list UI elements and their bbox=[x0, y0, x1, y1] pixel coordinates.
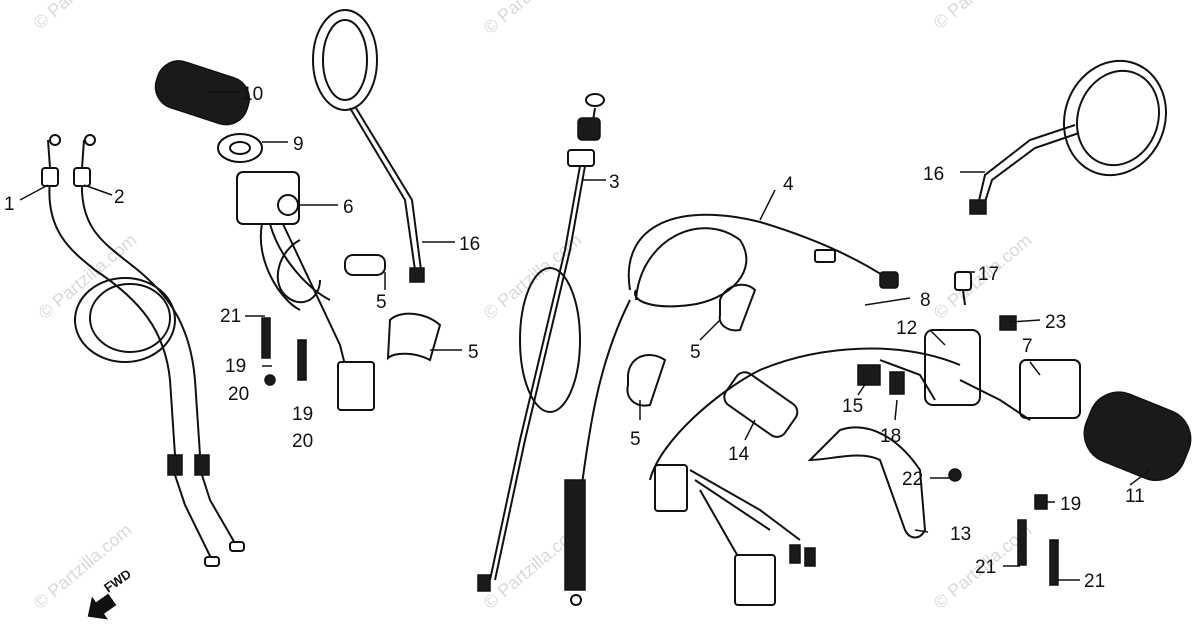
fwd-indicator: FWD bbox=[87, 566, 134, 620]
watermark-2: © Partzilla.com bbox=[480, 0, 586, 38]
callout-14: 14 bbox=[728, 444, 750, 465]
callout-5c: 5 bbox=[690, 342, 701, 363]
callout-5d: 5 bbox=[630, 429, 641, 450]
callout-19b: 19 bbox=[292, 404, 313, 425]
callout-21b: 21 bbox=[975, 557, 996, 578]
callout-16b: 16 bbox=[923, 164, 944, 185]
callout-19a: 19 bbox=[225, 356, 246, 377]
callout-4: 4 bbox=[783, 174, 794, 195]
watermark-5: © Partzilla.com bbox=[480, 230, 586, 323]
callout-21c: 21 bbox=[1084, 571, 1105, 592]
callout-3: 3 bbox=[609, 172, 620, 193]
callout-labels: 1 2 3 4 5 5 5 5 6 7 8 9 10 11 12 13 14 1… bbox=[4, 84, 1145, 592]
callout-20a: 20 bbox=[228, 384, 249, 405]
callout-8: 8 bbox=[920, 290, 931, 311]
fwd-arrow-icon bbox=[87, 593, 117, 620]
watermark-1: © Partzilla.com bbox=[30, 0, 136, 33]
callout-15: 15 bbox=[842, 396, 863, 417]
cable-4 bbox=[564, 213, 899, 606]
cable-3 bbox=[477, 93, 605, 592]
watermark-4: © Partzilla.com bbox=[35, 230, 141, 323]
callout-16a: 16 bbox=[459, 234, 480, 255]
callout-1: 1 bbox=[4, 194, 15, 215]
callout-19c: 19 bbox=[1060, 494, 1081, 515]
callout-12: 12 bbox=[896, 318, 917, 339]
callout-6: 6 bbox=[343, 197, 354, 218]
callout-20b: 20 bbox=[292, 431, 313, 452]
callout-9: 9 bbox=[293, 134, 304, 155]
right-handlebar-group bbox=[649, 271, 1192, 606]
callout-5a: 5 bbox=[376, 292, 387, 313]
watermark-3: © Partzilla.com bbox=[930, 0, 1036, 33]
callout-7: 7 bbox=[1022, 336, 1033, 357]
right-mirror-group bbox=[969, 59, 1168, 215]
throttle-cables bbox=[41, 134, 245, 567]
callout-10: 10 bbox=[242, 84, 263, 105]
fwd-label: FWD bbox=[101, 566, 134, 595]
callout-23: 23 bbox=[1045, 312, 1066, 333]
callout-11: 11 bbox=[1125, 486, 1145, 507]
callout-5b: 5 bbox=[468, 342, 479, 363]
watermark-7: © Partzilla.com bbox=[30, 520, 136, 613]
leader-lines bbox=[19, 91, 1151, 581]
callout-21a: 21 bbox=[220, 306, 241, 327]
callout-18: 18 bbox=[880, 426, 901, 447]
callout-17: 17 bbox=[978, 264, 999, 285]
clamps-5 bbox=[626, 283, 757, 407]
left-handlebar-group bbox=[154, 9, 442, 411]
callout-22: 22 bbox=[902, 469, 923, 490]
callout-13: 13 bbox=[950, 524, 971, 545]
callout-2: 2 bbox=[114, 187, 125, 208]
